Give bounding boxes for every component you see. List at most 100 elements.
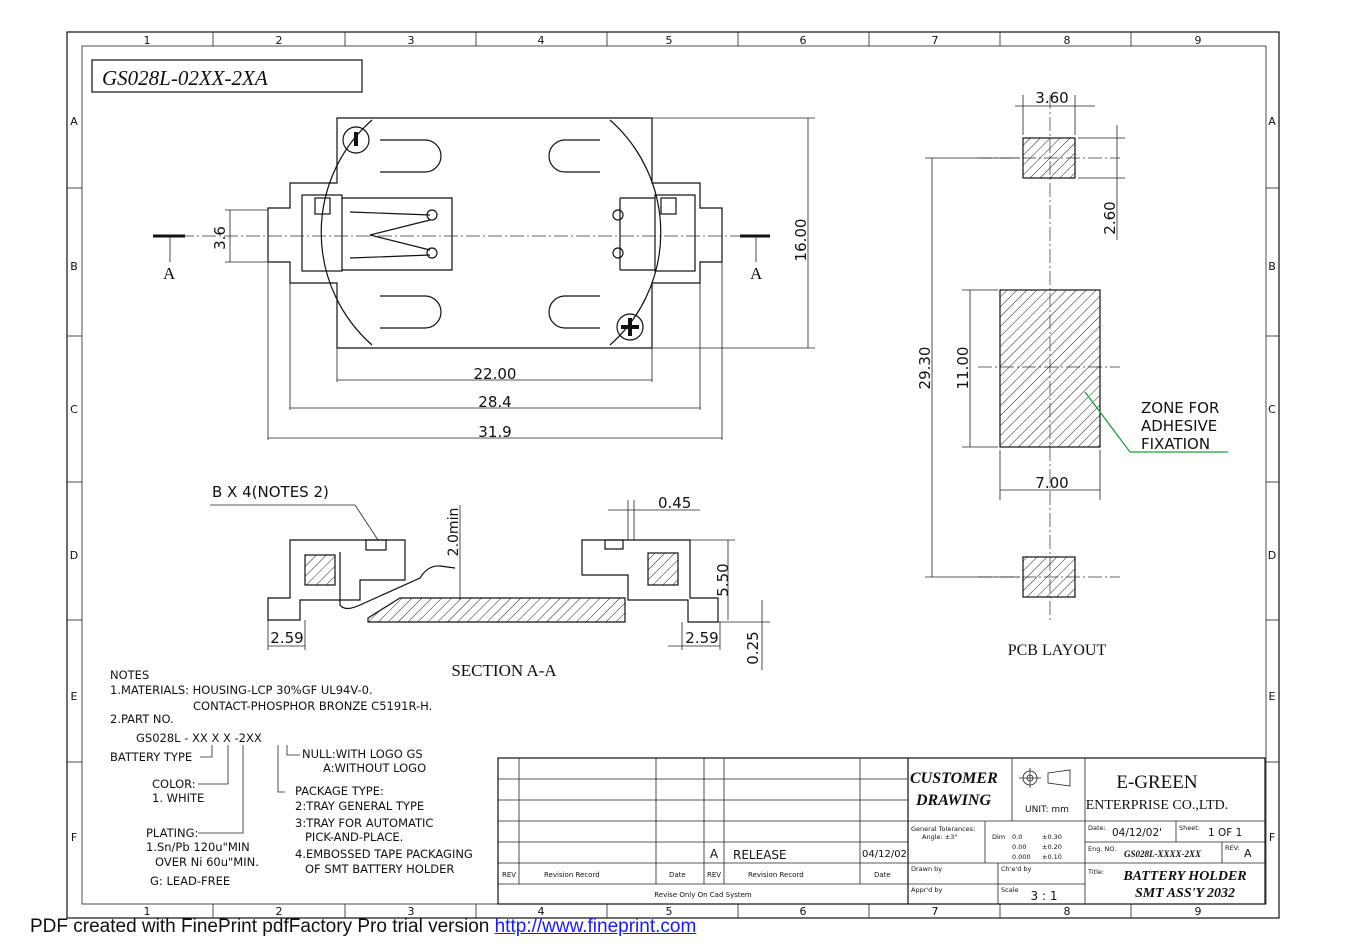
eng-label: Eng. NO. xyxy=(1088,845,1116,853)
adhesive-zone xyxy=(999,289,1101,448)
pad-bottom xyxy=(1022,556,1076,598)
notes-header: NOTES xyxy=(110,668,149,682)
dim-label: Dim xyxy=(992,833,1005,841)
note-plating1: 1.Sn/Pb 120u"MIN xyxy=(146,840,250,854)
dim-zone-height: 11.00 xyxy=(954,347,972,390)
col-label: 9 xyxy=(1195,34,1202,47)
section-mark-right: A xyxy=(750,264,763,283)
top-view: A A 3.6 16.00 22.00 28.4 31.9 xyxy=(153,117,815,441)
note-pkg3a: 3:TRAY FOR AUTOMATIC xyxy=(295,816,433,830)
dim-foot-right: 2.59 xyxy=(685,629,718,647)
slot xyxy=(380,139,442,173)
col-record: Revision Record xyxy=(748,871,804,879)
col-label: 7 xyxy=(932,34,939,47)
slot xyxy=(548,295,600,329)
dim-thickness: 0.25 xyxy=(744,631,762,664)
col-label: 3 xyxy=(408,34,415,47)
approved-by-label: Appr'd by xyxy=(911,886,942,894)
pad-top xyxy=(1022,137,1076,179)
holder-outline xyxy=(267,117,723,349)
note-color: COLOR: xyxy=(152,777,196,791)
plus-mark xyxy=(616,313,644,341)
row-label: F xyxy=(1269,831,1275,844)
dim-pad-height: 2.60 xyxy=(1101,201,1119,234)
note-pkg2: 2:TRAY GENERAL TYPE xyxy=(295,799,424,813)
pdf-footer: PDF created with FinePrint pdfFactory Pr… xyxy=(30,916,696,938)
customer-label: CUSTOMER xyxy=(910,770,998,787)
note-white: 1. WHITE xyxy=(152,791,204,805)
release-date: 04/12/02 xyxy=(862,849,907,860)
note-battery-type: BATTERY TYPE xyxy=(110,750,192,764)
col-date: Date xyxy=(874,871,891,879)
rev-value: A xyxy=(1244,847,1252,860)
col-label: 1 xyxy=(144,34,151,47)
note-materials: 1.MATERIALS: HOUSING-LCP 30%GF UL94V-0. xyxy=(110,683,373,697)
col-label: 5 xyxy=(666,34,673,47)
part-number-box xyxy=(91,59,363,93)
note-package: PACKAGE TYPE: xyxy=(295,784,384,798)
drawn-by-label: Drawn by xyxy=(911,865,942,873)
section-mark-left: A xyxy=(163,264,176,283)
row-label: E xyxy=(1269,690,1276,703)
note-pkg3b: PICK-AND-PLACE. xyxy=(305,830,403,844)
footer-text: PDF created with FinePrint pdfFactory Pr… xyxy=(30,916,495,937)
inner-frame xyxy=(81,45,1267,905)
tol-val: 0.0 xyxy=(1012,833,1022,841)
dim-min: 2.0min xyxy=(446,508,462,557)
dim-height-section: 5.50 xyxy=(714,563,732,596)
col-label: 6 xyxy=(800,34,807,47)
date-label: Date: xyxy=(1088,824,1106,832)
note-part-no: 2.PART NO. xyxy=(110,712,174,726)
general-tol-label: General Tolerances: xyxy=(911,825,975,833)
outer-frame xyxy=(66,31,1280,919)
row-label: C xyxy=(1268,403,1276,416)
dim-total: 29.30 xyxy=(916,347,934,390)
row-label: B xyxy=(1268,260,1276,273)
row-label: E xyxy=(71,690,78,703)
zone-label-line: ADHESIVE xyxy=(1141,417,1217,435)
company-name-2: ENTERPRISE CO.,LTD. xyxy=(1086,798,1229,813)
dim-foot-left: 2.59 xyxy=(270,629,303,647)
note-contact: CONTACT-PHOSPHOR BRONZE C5191R-H. xyxy=(193,699,432,713)
title-line-1: BATTERY HOLDER xyxy=(1122,869,1246,884)
slot xyxy=(380,295,442,329)
col-label: 6 xyxy=(800,905,807,918)
col-rev: REV xyxy=(707,871,721,879)
dim-gap: 0.45 xyxy=(658,494,691,512)
row-label: C xyxy=(70,403,78,416)
tol-val: 0.000 xyxy=(1012,853,1031,861)
dim-28: 28.4 xyxy=(478,393,511,411)
row-label: B xyxy=(70,260,78,273)
col-label: 4 xyxy=(538,905,545,918)
note-pkg4a: 4.EMBOSSED TAPE PACKAGING xyxy=(295,847,473,861)
revise-note: Revise Only On Cad System xyxy=(654,891,752,899)
drawing-label: DRAWING xyxy=(915,792,991,809)
col-label: 8 xyxy=(1064,34,1071,47)
col-label: 5 xyxy=(666,905,673,918)
col-label: 7 xyxy=(932,905,939,918)
col-record: Revision Record xyxy=(544,871,600,879)
angle-tol: Angle: ±3° xyxy=(922,833,958,841)
tol-val: 0.00 xyxy=(1012,843,1026,851)
col-label: 2 xyxy=(276,34,283,47)
note-without-logo: A:WITHOUT LOGO xyxy=(323,761,426,775)
scale-value: 3 : 1 xyxy=(1031,889,1058,903)
col-date: Date xyxy=(669,871,686,879)
dim-pad-width: 3.60 xyxy=(1035,89,1068,107)
note-plating: PLATING: xyxy=(146,826,198,840)
col-label: 4 xyxy=(538,34,545,47)
row-label: D xyxy=(1268,549,1276,562)
grid-ticks xyxy=(67,32,1279,918)
row-label: F xyxy=(71,831,77,844)
col-label: 1 xyxy=(144,905,151,918)
rev-label: REV: xyxy=(1225,844,1240,852)
slot xyxy=(548,139,600,173)
dim-zone-width: 7.00 xyxy=(1035,474,1068,492)
zone-label-line: FIXATION xyxy=(1141,435,1210,453)
footer-link[interactable]: http://www.fineprint.com xyxy=(494,916,697,937)
tol-val: ±0.20 xyxy=(1042,843,1062,851)
date-value: 04/12/02' xyxy=(1112,827,1162,839)
dim-31: 31.9 xyxy=(478,423,511,441)
title-label: Title: xyxy=(1087,868,1104,876)
